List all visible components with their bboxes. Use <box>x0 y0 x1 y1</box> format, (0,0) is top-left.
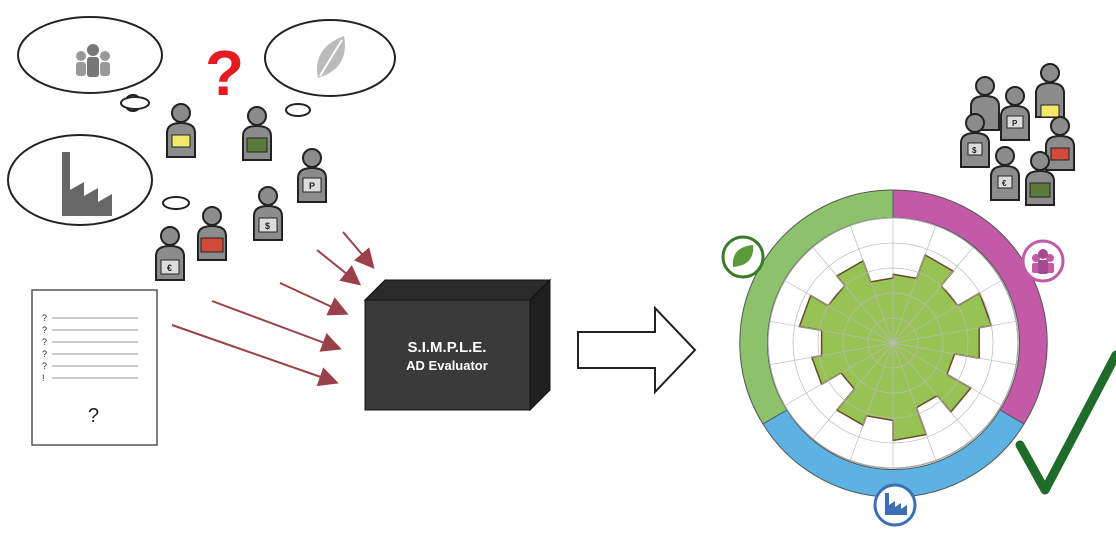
stakeholder-red <box>197 206 227 261</box>
input-arrows <box>171 231 375 387</box>
stakeholder-euro: € <box>155 226 185 281</box>
doc-bullet: ? <box>42 325 47 335</box>
radar-spoke <box>892 342 937 461</box>
questionnaire-document: ? ? ? ? ? ! ? <box>31 289 158 446</box>
svg-text:€: € <box>1002 179 1007 188</box>
radar-spoke <box>892 342 974 440</box>
document-lines <box>52 317 138 379</box>
radar-spoke <box>892 342 1017 366</box>
stakeholder-p: P <box>297 148 327 203</box>
leaf-icon <box>721 235 765 279</box>
svg-text:P: P <box>1012 119 1018 128</box>
doc-bullet: ? <box>42 349 47 359</box>
radar-spoke <box>892 342 1002 406</box>
radar-spoke <box>892 320 1017 344</box>
output-arrow <box>577 305 697 395</box>
radar-spoke <box>849 342 894 461</box>
radar-spoke <box>892 280 1002 344</box>
radar-spoke <box>849 225 894 344</box>
assessment-wheel <box>721 189 1065 527</box>
evaluator-title: S.I.M.P.L.E. <box>408 339 487 356</box>
radar-spoke <box>784 342 894 406</box>
radar-grid <box>767 217 1019 469</box>
stakeholder-group: P $ € <box>960 63 1075 206</box>
radar-spoke <box>769 342 894 366</box>
radar-spoke <box>769 320 894 344</box>
checkmark-icon <box>1015 350 1116 495</box>
stakeholder-dollar: $ <box>253 186 283 241</box>
stakeholder-yellow <box>166 103 196 158</box>
radar-spoke <box>812 342 894 440</box>
evaluator-subtitle: AD Evaluator <box>406 358 488 373</box>
doc-bullet: ? <box>42 313 47 323</box>
people-icon <box>1021 239 1065 283</box>
radar-spoke <box>892 246 974 344</box>
people-icon <box>76 44 110 77</box>
factory-icon <box>873 483 917 527</box>
radar-spoke <box>892 225 937 344</box>
cloud-people <box>17 16 163 112</box>
leaf-icon <box>317 36 345 78</box>
question-mark: ? <box>205 37 244 109</box>
radar-spoke <box>812 246 894 344</box>
doc-footer-mark: ? <box>88 405 99 427</box>
doc-bullet: ! <box>42 373 45 383</box>
doc-bullet: ? <box>42 337 47 347</box>
svg-text:€: € <box>167 263 172 273</box>
simple-ad-evaluator-box: S.I.M.P.L.E. AD Evaluator <box>363 278 552 412</box>
ring-segment-economic <box>762 409 1025 498</box>
doc-bullet: ? <box>42 361 47 371</box>
svg-text:$: $ <box>265 221 270 231</box>
cloud-leaf <box>264 19 396 117</box>
svg-text:$: $ <box>972 146 977 155</box>
stakeholder-green <box>242 106 272 161</box>
factory-icon <box>62 152 112 216</box>
svg-text:P: P <box>309 181 315 191</box>
cloud-factory <box>7 134 190 226</box>
radar-spoke <box>784 280 894 344</box>
